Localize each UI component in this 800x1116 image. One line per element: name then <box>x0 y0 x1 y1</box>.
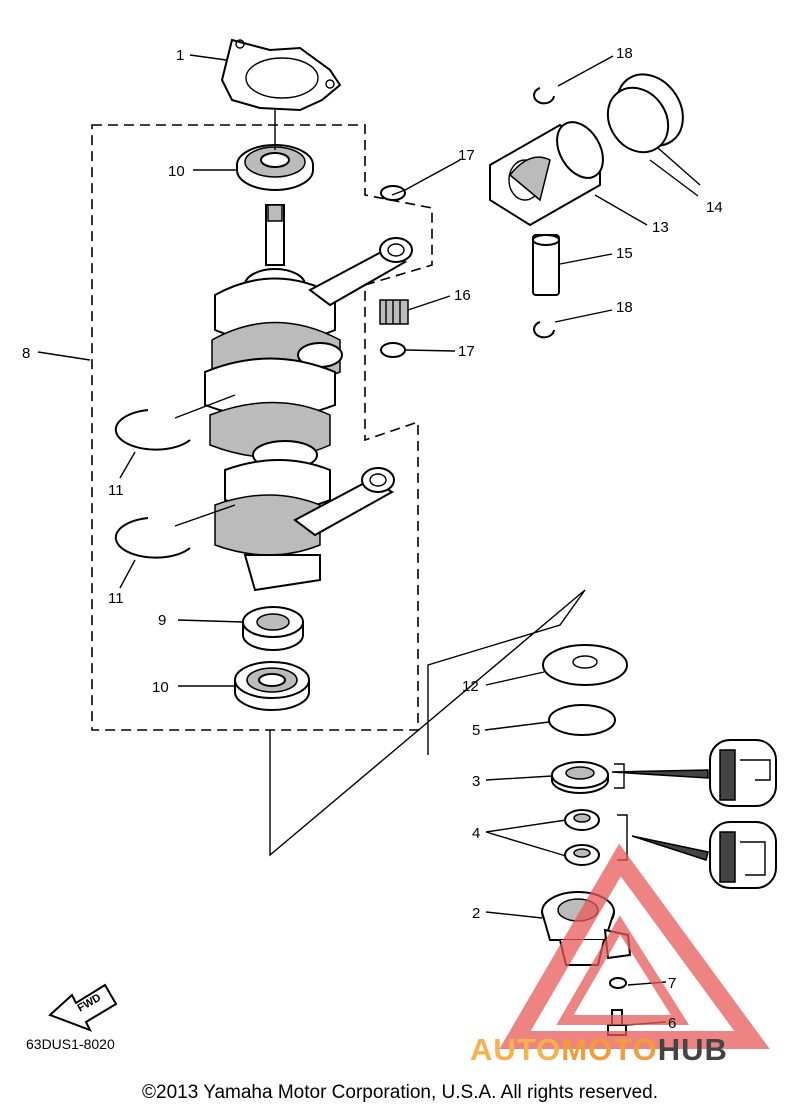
callout-13: 13 <box>652 219 669 236</box>
callout-4: 4 <box>472 825 480 842</box>
callout-17-upper: 17 <box>458 147 475 164</box>
part-13-piston <box>489 121 604 227</box>
callout-8: 8 <box>22 345 30 362</box>
part-17-washer-upper <box>380 185 406 201</box>
callout-9: 9 <box>158 612 166 629</box>
part-9-bushing <box>242 606 304 651</box>
callout-10-lower: 10 <box>152 679 169 696</box>
part-16-needle-bearing <box>379 299 409 325</box>
callout-18-lower: 18 <box>616 299 633 316</box>
part-17-washer-lower <box>380 342 406 358</box>
callout-7: 7 <box>668 975 676 992</box>
watermark-part-hub: HUB <box>657 1032 728 1067</box>
callout-10-upper: 10 <box>168 163 185 180</box>
part-4-oil-seals <box>564 809 600 866</box>
part-18-clip-upper <box>533 87 555 105</box>
callout-11-upper: 11 <box>108 482 124 499</box>
callout-14: 14 <box>706 199 723 216</box>
watermark-text: AUTOMOTOHUB <box>470 1032 728 1068</box>
forward-arrow-icon: FWD <box>48 983 118 1032</box>
connecting-rod-upper <box>308 237 413 307</box>
part-5-o-ring <box>548 704 616 736</box>
copyright-notice: ©2013 Yamaha Motor Corporation, U.S.A. A… <box>142 1082 658 1103</box>
part-18-clip-lower <box>533 321 555 339</box>
part-15-piston-pin <box>532 234 560 296</box>
part-7-washer <box>609 977 627 989</box>
part-8-crankshaft <box>204 204 343 592</box>
callout-1: 1 <box>176 47 184 64</box>
callout-3: 3 <box>472 773 480 790</box>
part-12-thrust-washer <box>542 644 628 686</box>
callout-2: 2 <box>472 905 480 922</box>
part-10-lower-bearing <box>234 661 310 711</box>
watermark-part-moto: MOTO <box>561 1032 658 1067</box>
callout-12: 12 <box>462 678 479 695</box>
seal-detail-view-4 <box>617 814 777 889</box>
watermark-logo-icon <box>499 843 770 1049</box>
callout-6: 6 <box>668 1015 676 1032</box>
connecting-rod-lower <box>293 467 395 537</box>
watermark-part-auto: AUTO <box>470 1032 562 1067</box>
part-11-circlip-upper <box>114 394 236 479</box>
callout-18-upper: 18 <box>616 45 633 62</box>
part-3-oil-seal <box>551 761 609 794</box>
part-11-circlip-lower <box>114 504 236 589</box>
callout-11-lower: 11 <box>108 590 124 607</box>
part-14-piston-rings <box>606 73 701 197</box>
assembly-line-lower <box>269 589 586 857</box>
callout-5: 5 <box>472 722 480 739</box>
callout-16: 16 <box>454 287 471 304</box>
part-10-upper-bearing <box>236 110 314 191</box>
part-1-gasket <box>220 38 342 112</box>
seal-detail-view-3 <box>611 739 777 807</box>
callout-15: 15 <box>616 245 633 262</box>
diagram-code: 63DUS1-8020 <box>26 1036 115 1052</box>
callout-17-lower: 17 <box>458 343 475 360</box>
